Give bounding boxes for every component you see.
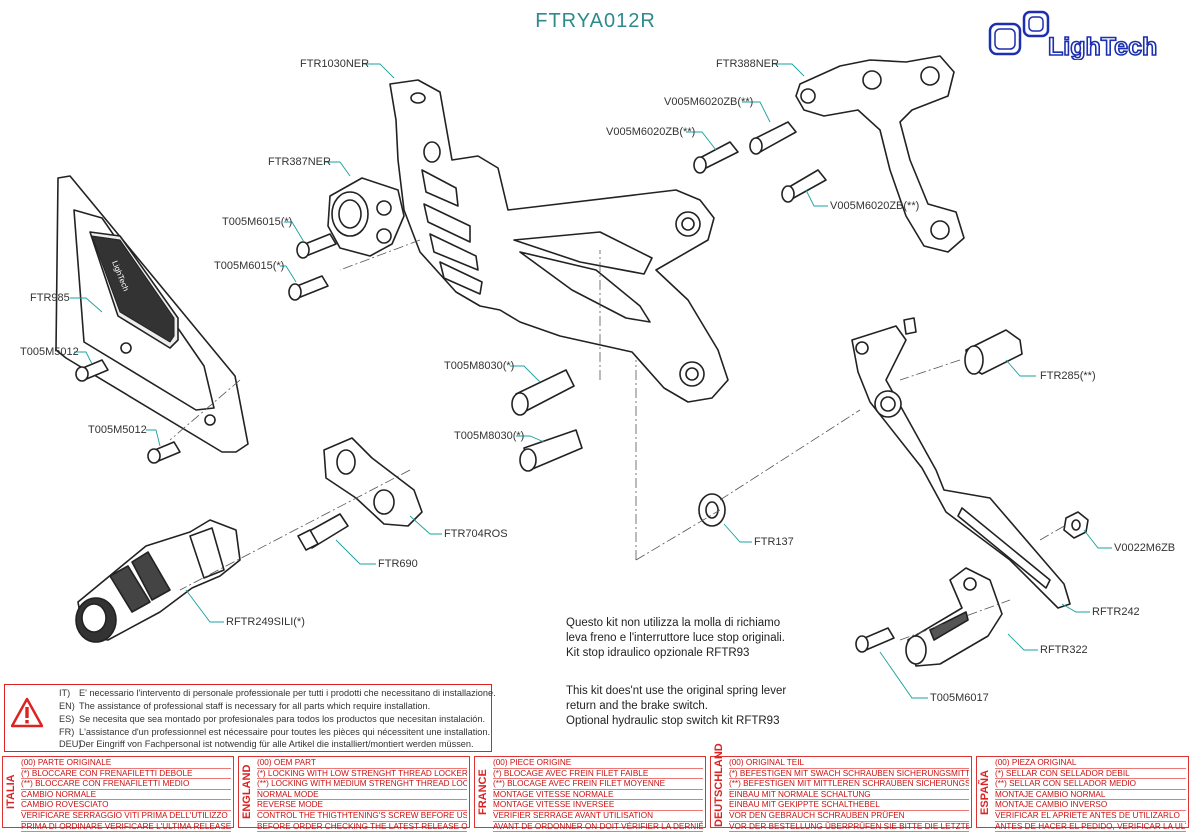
label-ftr137: FTR137 bbox=[754, 536, 794, 548]
legend-england: ENGLAND (00) OEM PART(*) LOCKING WITH LO… bbox=[238, 756, 470, 832]
bolt-ftr690 bbox=[297, 513, 349, 551]
note-line: Kit stop idraulico opzionale RFTR93 bbox=[566, 647, 750, 659]
label-v005m6020zb-c: V005M6020ZB(**) bbox=[830, 200, 920, 212]
label-t005m5012-a: T005M5012 bbox=[20, 346, 79, 358]
screw-t005m6015-a bbox=[296, 233, 337, 259]
note-italian: Questo kit non utilizza la molla di rich… bbox=[566, 616, 785, 661]
shift-peg-rftr322 bbox=[905, 567, 1003, 667]
label-t005m8030-b: T005M8030(*) bbox=[454, 430, 525, 442]
note-line: This kit does'nt use the original spring… bbox=[566, 685, 787, 697]
label-rftr322: RFTR322 bbox=[1040, 644, 1088, 656]
screw-t005m6015-b bbox=[288, 275, 329, 301]
logo-wordmark: LighTech bbox=[1048, 33, 1157, 60]
screw-t005m8030-b bbox=[519, 429, 583, 472]
label-ftr985: FTR985 bbox=[30, 292, 70, 304]
lightech-logo: LighTech bbox=[988, 10, 1158, 60]
note-line: leva freno e l'interruttore luce stop or… bbox=[566, 632, 785, 644]
brake-lever-rftr242 bbox=[851, 317, 1071, 609]
warning-row: EN)The assistance of professional staff … bbox=[59, 701, 431, 711]
assembly-axes bbox=[169, 239, 1067, 641]
label-t005m6017: T005M6017 bbox=[930, 692, 989, 704]
screw-v005m6020zb-c bbox=[781, 169, 827, 203]
nut-v0022m6zb bbox=[1063, 511, 1089, 539]
note-line: Questo kit non utilizza la molla di rich… bbox=[566, 617, 781, 629]
screw-v005m6020zb-a bbox=[749, 121, 797, 155]
label-ftr387ner: FTR387NER bbox=[268, 156, 331, 168]
legend-italia: ITALIA (00) PARTE ORIGINALE(*) BLOCCARE … bbox=[2, 756, 234, 832]
pin-ftr285 bbox=[964, 329, 1023, 375]
warning-row: FR)L'assistance d'un professionnel est n… bbox=[59, 727, 491, 737]
legend-france: FRANCE (00) PIECE ORIGINE(*) BLOCAGE AVE… bbox=[474, 756, 706, 832]
warning-box: IT)E' necessario l'intervento di persona… bbox=[4, 684, 496, 752]
label-t005m6015-b: T005M6015(*) bbox=[214, 260, 285, 272]
warning-row: DEU)Der Eingriff von Fachpersonal ist no… bbox=[59, 739, 474, 749]
label-ftr388ner: FTR388NER bbox=[716, 58, 779, 70]
label-rftr242: RFTR242 bbox=[1092, 606, 1140, 618]
spacer-ftr387ner bbox=[327, 177, 405, 257]
screw-t005m5012-a bbox=[75, 359, 109, 382]
label-rftr249sili: RFTR249SILI(*) bbox=[226, 616, 305, 628]
label-v005m6020zb-a: V005M6020ZB(**) bbox=[664, 96, 754, 108]
legend-deutschland: DEUTSCHLAND (00) ORIGINAL TEIL(*) BEFEST… bbox=[710, 743, 972, 832]
leader-lines bbox=[70, 63, 1112, 699]
warning-row: ES)Se necesita que sea montado por profe… bbox=[59, 714, 486, 724]
kit-code-title: FTRYA012R bbox=[535, 10, 656, 32]
screw-v005m6020zb-b bbox=[693, 141, 739, 174]
rearset-plate-ftr1030ner bbox=[389, 79, 729, 403]
footpeg-rftr249sili bbox=[75, 519, 241, 643]
note-line: return and the brake switch. bbox=[566, 700, 708, 712]
label-t005m5012-b: T005M5012 bbox=[88, 424, 147, 436]
warning-row: IT)E' necessario l'intervento di persona… bbox=[59, 688, 496, 698]
washer-ftr137 bbox=[698, 493, 726, 527]
screw-t005m8030-a bbox=[511, 369, 575, 416]
label-ftr690: FTR690 bbox=[378, 558, 418, 570]
label-t005m8030-a: T005M8030(*) bbox=[444, 360, 515, 372]
note-english: This kit does'nt use the original spring… bbox=[566, 684, 786, 729]
label-t005m6015-a: T005M6015(*) bbox=[222, 216, 293, 228]
link-ftr704ros bbox=[323, 437, 423, 527]
label-v005m6020zb-b: V005M6020ZB(**) bbox=[606, 126, 696, 138]
screw-t005m6017 bbox=[855, 627, 895, 653]
label-ftr704ros: FTR704ROS bbox=[444, 528, 508, 540]
bracket-ftr388ner bbox=[795, 55, 965, 253]
label-ftr1030ner: FTR1030NER bbox=[300, 58, 370, 70]
legend-espana: ESPAÑA (00) PIEZA ORIGINAL(*) SELLAR CON… bbox=[976, 756, 1189, 832]
screw-t005m5012-b bbox=[147, 441, 181, 464]
warning-icon bbox=[11, 697, 43, 728]
note-line: Optional hydraulic stop switch kit RFTR9… bbox=[566, 715, 780, 727]
heel-guard-ftr985: LighTech bbox=[55, 175, 249, 453]
label-ftr285: FTR285(**) bbox=[1040, 370, 1096, 382]
label-v0022m6zb: V0022M6ZB bbox=[1114, 542, 1176, 554]
